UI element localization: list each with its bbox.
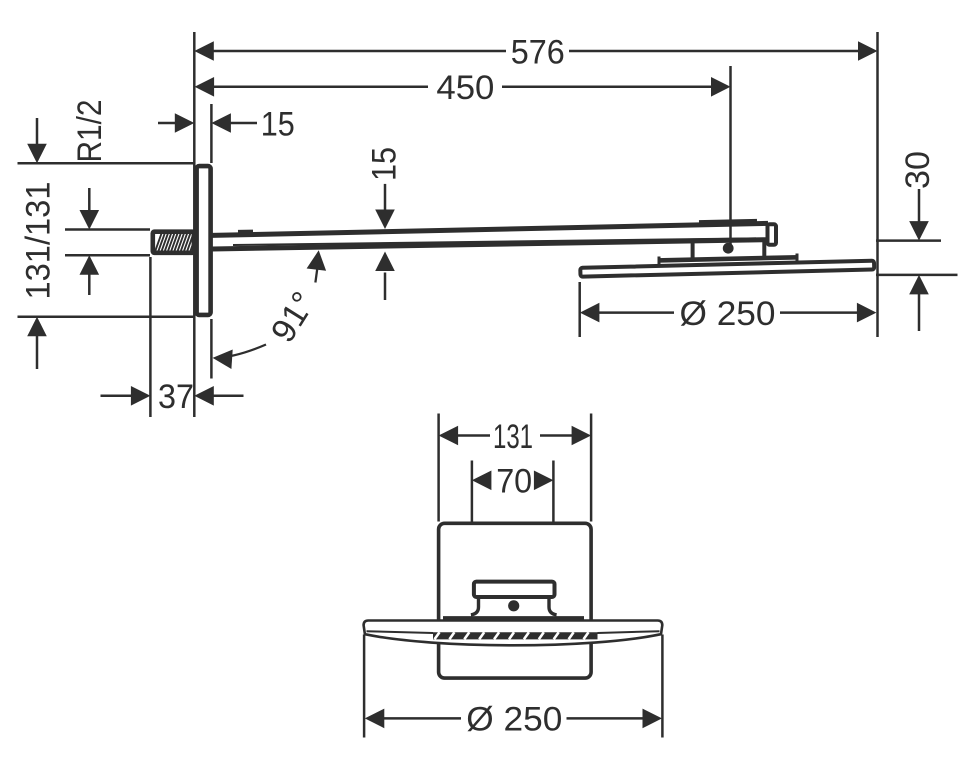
svg-text:70: 70 [496, 463, 532, 501]
svg-text:37: 37 [158, 378, 194, 416]
svg-text:15: 15 [261, 105, 295, 143]
svg-text:R1/2: R1/2 [71, 100, 109, 163]
svg-text:131/131: 131/131 [19, 182, 57, 300]
svg-text:576: 576 [511, 33, 565, 71]
svg-text:15: 15 [366, 147, 404, 181]
svg-text:30: 30 [899, 151, 937, 189]
svg-text:450: 450 [436, 69, 494, 107]
svg-text:131: 131 [493, 418, 533, 456]
svg-text:Ø 250: Ø 250 [680, 295, 776, 333]
svg-text:Ø 250: Ø 250 [466, 701, 562, 739]
